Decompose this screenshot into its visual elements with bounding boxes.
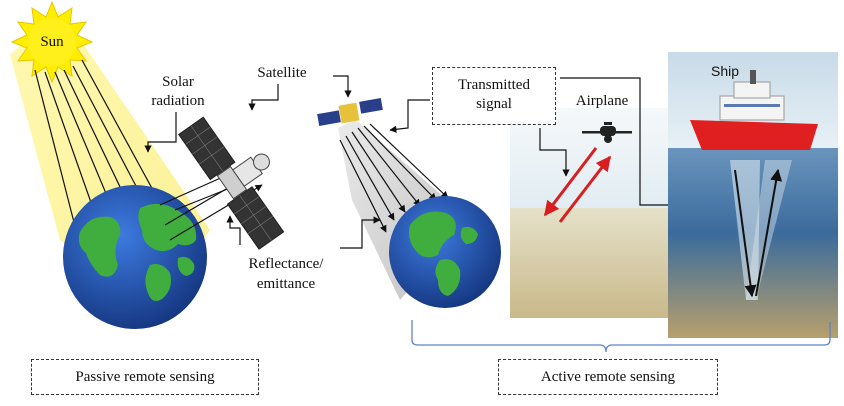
active-satellite-pointer <box>333 75 352 98</box>
sun-icon <box>10 0 94 84</box>
transmitted-signal-box: Transmitted signal <box>432 67 556 125</box>
reflectance-label-2: emittance <box>256 276 316 292</box>
solar-radiation-label-2: radiation <box>151 93 205 109</box>
airplane-label: Airplane <box>575 93 629 109</box>
transmitted-label-2: signal <box>476 96 512 112</box>
earth-active-icon <box>389 196 501 308</box>
reflectance-label-1: Reflectance/ <box>248 256 324 272</box>
earth-passive-icon <box>63 185 207 329</box>
ship-label: Ship <box>710 63 740 79</box>
airplane-icon <box>582 122 632 143</box>
airplane-signal-arrows <box>543 147 612 223</box>
transmitted-sat-pointer <box>389 99 430 133</box>
active-satellite-icon <box>317 98 383 126</box>
solar-radiation-label-1: Solar <box>162 74 194 90</box>
sun-label: Sun <box>40 34 64 50</box>
reflectance-active-pointer <box>340 216 381 249</box>
passive-remote-sensing-box: Passive remote sensing <box>31 359 259 395</box>
transmitted-label-1: Transmitted <box>458 77 530 93</box>
satellite-label: Satellite <box>257 65 307 81</box>
active-remote-sensing-box: Active remote sensing <box>498 359 718 395</box>
active-signal-rays <box>339 123 449 233</box>
transmitted-pointer <box>539 128 570 177</box>
reflectance-pointer <box>226 215 241 245</box>
solar-radiation-pointer <box>144 112 177 153</box>
airplane-scene-ground <box>510 208 670 318</box>
sonar-beams <box>730 160 792 300</box>
ship-icon <box>690 70 818 150</box>
satellite-pointer <box>248 84 279 111</box>
satellite-passive-icon <box>178 116 285 250</box>
active-bracket <box>411 320 831 353</box>
